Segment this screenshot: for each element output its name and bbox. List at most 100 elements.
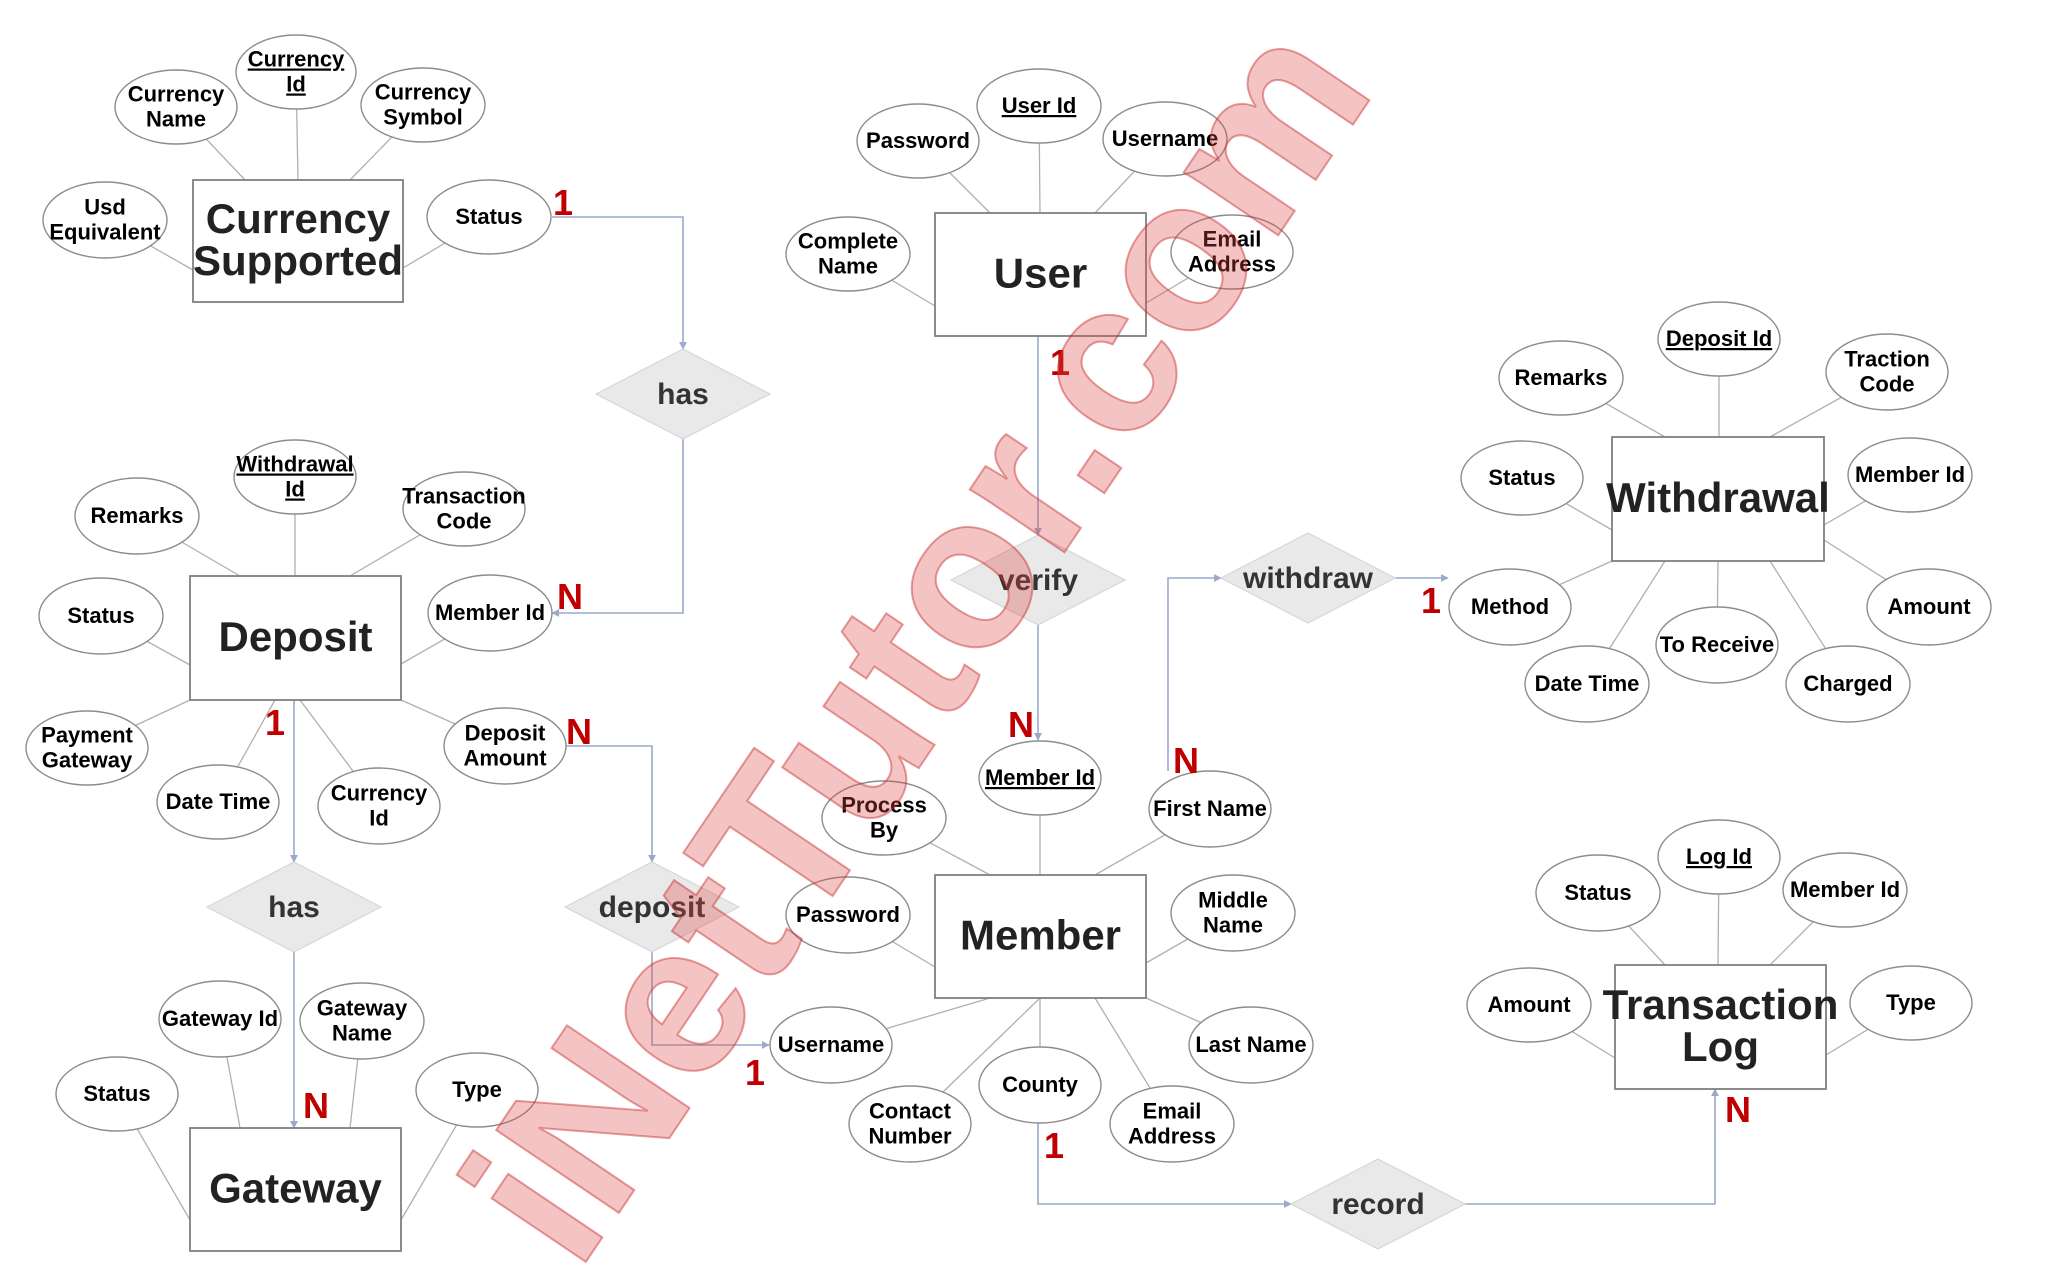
entity-withdrawal[interactable]: Withdrawal	[1606, 436, 1830, 562]
attribute-ellipse	[1782, 852, 1908, 928]
entity-user[interactable]: User	[934, 212, 1147, 337]
attribute-label: Date Time	[1535, 671, 1640, 696]
attribute-withdrawal-deposit-id[interactable]: Deposit Id	[1657, 301, 1781, 377]
attribute-transactionlog-status[interactable]: Status	[1535, 854, 1661, 932]
attribute-withdrawal-charged[interactable]: Charged	[1785, 645, 1911, 723]
attribute-gateway-type[interactable]: Type	[415, 1052, 539, 1128]
attribute-ellipse	[74, 477, 200, 555]
attribute-ellipse	[1498, 340, 1624, 416]
attribute-ellipse	[1655, 606, 1779, 684]
entity-box	[934, 212, 1147, 337]
attribute-member-member-id[interactable]: Member Id	[978, 740, 1102, 816]
entity-label: Withdrawal	[1606, 474, 1830, 521]
attribute-gateway-status[interactable]: Status	[55, 1056, 179, 1132]
attribute-withdrawal-status[interactable]: Status	[1460, 440, 1584, 516]
attribute-user-user-id[interactable]: User Id	[976, 68, 1102, 144]
attribute-currency-status[interactable]: Status	[426, 179, 552, 255]
attribute-member-last-name[interactable]: Last Name	[1188, 1006, 1314, 1084]
relationship-diamond	[1219, 532, 1397, 624]
attribute-label: Remarks	[1515, 365, 1608, 390]
attribute-ellipse	[402, 471, 526, 547]
attribute-ellipse	[25, 710, 149, 786]
connector-member-withdraw	[1167, 574, 1222, 771]
relationship-withdraw[interactable]: withdraw	[1219, 532, 1397, 624]
entity-label: Member	[960, 912, 1121, 959]
attribute-transactionlog-amount[interactable]: Amount	[1466, 967, 1592, 1043]
cardinality-many: N	[566, 711, 592, 752]
attribute-deposit-member-id[interactable]: Member Id	[427, 574, 553, 652]
relationship-deposit[interactable]: deposit	[563, 861, 741, 953]
attribute-transactionlog-member-id[interactable]: Member Id	[1782, 852, 1908, 928]
attribute-label: Status	[1488, 465, 1555, 490]
relationship-has1[interactable]: has	[594, 348, 772, 440]
attribute-ellipse	[1657, 819, 1781, 895]
attribute-label: Status	[83, 1081, 150, 1106]
relationship-label: withdraw	[1242, 562, 1374, 595]
attribute-user-password[interactable]: Password	[856, 103, 980, 179]
attribute-ellipse	[1825, 333, 1949, 411]
attribute-ellipse	[978, 1046, 1102, 1124]
attribute-withdrawal-amount[interactable]: Amount	[1866, 568, 1992, 646]
relationship-verify[interactable]: verify	[949, 534, 1127, 626]
attribute-ellipse	[976, 68, 1102, 144]
attribute-transactionlog-log-id[interactable]: Log Id	[1657, 819, 1781, 895]
attribute-deposit-status[interactable]: Status	[38, 577, 164, 655]
attribute-gateway-gateway-id[interactable]: Gateway Id	[158, 980, 282, 1058]
attribute-label: Status	[67, 603, 134, 628]
entity-deposit[interactable]: Deposit	[189, 575, 402, 701]
attribute-label: Password	[796, 902, 900, 927]
relationship-has2[interactable]: has	[205, 861, 383, 953]
attribute-label: Member Id	[1855, 462, 1965, 487]
attribute-member-username[interactable]: Username	[769, 1006, 893, 1084]
attribute-label: Last Name	[1195, 1032, 1306, 1057]
attribute-withdrawal-remarks[interactable]: Remarks	[1498, 340, 1624, 416]
relationship-record[interactable]: record	[1289, 1158, 1467, 1250]
attribute-label: Gateway Id	[162, 1006, 278, 1031]
attribute-member-county[interactable]: County	[978, 1046, 1102, 1124]
attribute-deposit-remarks[interactable]: Remarks	[74, 477, 200, 555]
attribute-ellipse	[38, 577, 164, 655]
attribute-transactionlog-type[interactable]: Type	[1849, 965, 1973, 1041]
attribute-user-username[interactable]: Username	[1102, 101, 1228, 177]
attribute-withdrawal-to-receive[interactable]: To Receive	[1655, 606, 1779, 684]
attribute-withdrawal-date-time[interactable]: Date Time	[1524, 645, 1650, 723]
attribute-label: To Receive	[1660, 632, 1775, 657]
attribute-deposit-date-time[interactable]: Date Time	[156, 764, 280, 840]
connector-member-record	[1037, 1123, 1292, 1208]
attribute-member-password[interactable]: Password	[785, 876, 911, 954]
cardinality-many: N	[1725, 1089, 1751, 1130]
entity-member[interactable]: Member	[934, 874, 1147, 999]
attribute-label: Remarks	[91, 503, 184, 528]
attribute-withdrawal-method[interactable]: Method	[1448, 568, 1572, 646]
attribute-member-first-name[interactable]: First Name	[1148, 770, 1272, 848]
attribute-ellipse	[1847, 437, 1973, 513]
attribute-withdrawal-member-id[interactable]: Member Id	[1847, 437, 1973, 513]
entity-gateway[interactable]: Gateway	[189, 1127, 402, 1252]
attribute-label: Type	[1886, 990, 1936, 1015]
